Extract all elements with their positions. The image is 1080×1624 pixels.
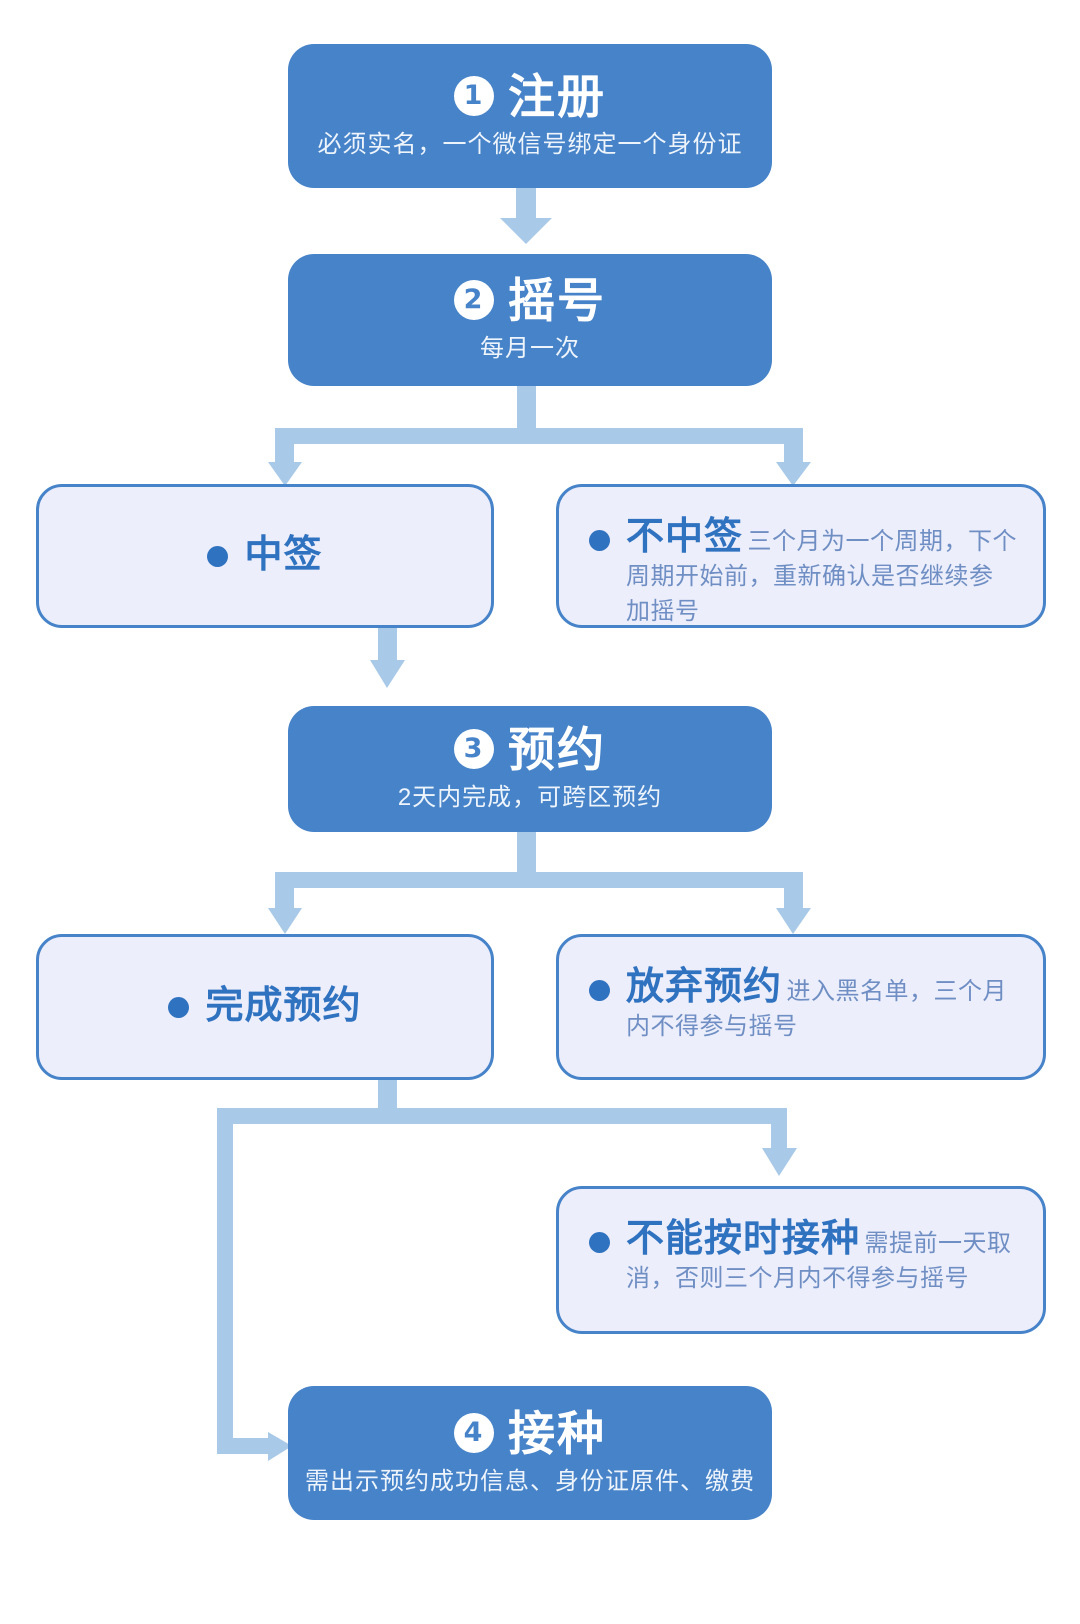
node-step-1-register[interactable]: 1 注册 必须实名，一个微信号绑定一个身份证 xyxy=(288,44,772,188)
outcome-lose-title: 不中签 xyxy=(626,516,744,558)
outcome-abandon-title: 放弃预约 xyxy=(626,966,783,1008)
outcome-booked-title: 完成预约 xyxy=(205,985,362,1028)
connector-win-to-step3 xyxy=(370,626,405,688)
step-2-desc: 每月一次 xyxy=(480,335,580,363)
bullet-dot-icon xyxy=(589,980,610,1001)
outcome-lose-text: 不中签 三个月为一个周期，下个周期开始前，重新确认是否继续参加摇号 xyxy=(626,516,1017,629)
bullet-dot-icon xyxy=(168,996,190,1018)
connector-step2-split xyxy=(268,384,811,486)
outcome-win-text: 中签 xyxy=(244,534,323,577)
node-step-4-vaccination[interactable]: 4 接种 需出示预约成功信息、身份证原件、缴费 xyxy=(288,1386,772,1520)
step-4-desc: 需出示预约成功信息、身份证原件、缴费 xyxy=(305,1468,755,1496)
outcome-booked-inner: 完成预约 xyxy=(39,937,491,1077)
step-1-title: 注册 xyxy=(508,69,606,123)
outcome-late-title: 不能按时接种 xyxy=(626,1218,861,1260)
step-2-number: 2 xyxy=(454,280,494,321)
bullet-dot-icon xyxy=(589,530,610,551)
node-step-2-lottery[interactable]: 2 摇号 每月一次 xyxy=(288,254,772,386)
step-1-title-row: 1 注册 xyxy=(454,69,606,123)
outcome-late-inner: 不能按时接种 需提前一天取消，否则三个月内不得参与摇号 xyxy=(559,1189,1043,1331)
outcome-late-text: 不能按时接种 需提前一天取消，否则三个月内不得参与摇号 xyxy=(626,1218,1017,1297)
outcome-win-title: 中签 xyxy=(244,534,323,577)
outcome-lose-inner: 不中签 三个月为一个周期，下个周期开始前，重新确认是否继续参加摇号 xyxy=(559,487,1043,625)
step-3-title: 预约 xyxy=(508,722,606,776)
step-3-title-row: 3 预约 xyxy=(454,722,606,776)
bullet-dot-icon xyxy=(589,1232,610,1253)
node-step-3-appointment[interactable]: 3 预约 2天内完成，可跨区预约 xyxy=(288,706,772,832)
step-1-number: 1 xyxy=(454,76,494,117)
node-outcome-abandon[interactable]: 放弃预约 进入黑名单，三个月内不得参与摇号 xyxy=(556,934,1046,1080)
node-outcome-late[interactable]: 不能按时接种 需提前一天取消，否则三个月内不得参与摇号 xyxy=(556,1186,1046,1334)
step-3-desc: 2天内完成，可跨区预约 xyxy=(397,784,663,812)
step-4-number: 4 xyxy=(454,1413,494,1454)
outcome-late-desc: 需提前一天取消，否则三个月内不得参与摇号 xyxy=(626,1230,1012,1292)
step-3-number: 3 xyxy=(454,729,494,770)
connector-booked-split xyxy=(217,1078,797,1461)
node-outcome-win[interactable]: 中签 xyxy=(36,484,494,628)
step-2-title: 摇号 xyxy=(508,273,606,327)
outcome-win-inner: 中签 xyxy=(39,487,491,625)
outcome-booked-text: 完成预约 xyxy=(205,985,362,1028)
node-outcome-booked[interactable]: 完成预约 xyxy=(36,934,494,1080)
step-4-title: 接种 xyxy=(508,1406,606,1460)
outcome-abandon-desc: 进入黑名单，三个月内不得参与摇号 xyxy=(626,978,1007,1040)
bullet-dot-icon xyxy=(207,545,229,567)
step-1-desc: 必须实名，一个微信号绑定一个身份证 xyxy=(317,131,743,159)
step-4-title-row: 4 接种 xyxy=(454,1406,606,1460)
outcome-abandon-inner: 放弃预约 进入黑名单，三个月内不得参与摇号 xyxy=(559,937,1043,1077)
outcome-abandon-text: 放弃预约 进入黑名单，三个月内不得参与摇号 xyxy=(626,966,1017,1045)
outcome-lose-desc: 三个月为一个周期，下个周期开始前，重新确认是否继续参加摇号 xyxy=(626,528,1017,625)
connector-step1-to-step2 xyxy=(500,186,552,244)
step-2-title-row: 2 摇号 xyxy=(454,273,606,327)
node-outcome-lose[interactable]: 不中签 三个月为一个周期，下个周期开始前，重新确认是否继续参加摇号 xyxy=(556,484,1046,628)
connector-step3-split xyxy=(268,831,811,934)
